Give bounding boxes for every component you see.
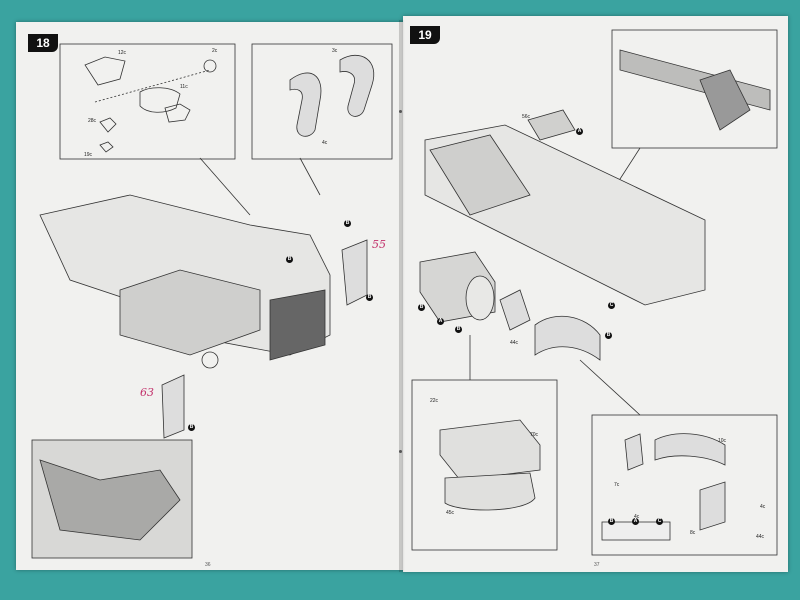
- assembly-marker: B: [286, 256, 293, 263]
- assembly-marker: B: [605, 332, 612, 339]
- part-label: 44c: [756, 534, 765, 540]
- part-label: 4c: [634, 514, 640, 520]
- assembly-marker: B: [455, 326, 462, 333]
- handwritten-note: 55: [372, 238, 386, 251]
- page-number: 36: [205, 562, 211, 568]
- part-label: 8c: [690, 530, 696, 536]
- book-gutter: [399, 20, 409, 572]
- part-label: 7c: [614, 482, 620, 488]
- handwritten-note: 63: [140, 386, 154, 399]
- detail-frame-fender-parts: [591, 414, 778, 556]
- assembly-marker: B: [418, 304, 425, 311]
- part-label: 19c: [84, 152, 93, 158]
- part-label: 12c: [118, 50, 127, 56]
- part-label: 45c: [446, 510, 455, 516]
- assembly-marker: B: [608, 518, 615, 525]
- detail-frame-fuel-tank: [411, 379, 558, 551]
- part-label: 10c: [718, 438, 727, 444]
- assembly-marker: B: [366, 294, 373, 301]
- assembly-marker: C: [608, 302, 615, 309]
- part-label: 4c: [760, 504, 766, 510]
- assembly-marker: C: [656, 518, 663, 525]
- assembly-marker: A: [632, 518, 639, 525]
- part-label: 56c: [522, 114, 531, 120]
- assembly-marker: A: [576, 128, 583, 135]
- part-label: 2c: [212, 48, 218, 54]
- detail-frame-engine-parts: [59, 43, 236, 160]
- staple: [399, 450, 402, 453]
- part-label: 22c: [430, 398, 439, 404]
- assembly-marker: A: [437, 318, 444, 325]
- step-number-badge: 18: [28, 34, 58, 52]
- staple: [399, 110, 402, 113]
- part-label: 44c: [510, 340, 519, 346]
- detail-frame-fenders: [251, 43, 393, 160]
- part-label: 70c: [530, 432, 539, 438]
- assembly-marker: B: [344, 220, 351, 227]
- step-number-badge: 19: [410, 26, 440, 44]
- part-label: 28c: [88, 118, 97, 124]
- part-label: 3c: [332, 48, 338, 54]
- assembly-marker: B: [188, 424, 195, 431]
- part-label: 11c: [180, 84, 188, 90]
- page-number: 37: [594, 562, 600, 568]
- detail-frame-chassis-closeup: [611, 29, 778, 149]
- part-label: 4c: [322, 140, 328, 146]
